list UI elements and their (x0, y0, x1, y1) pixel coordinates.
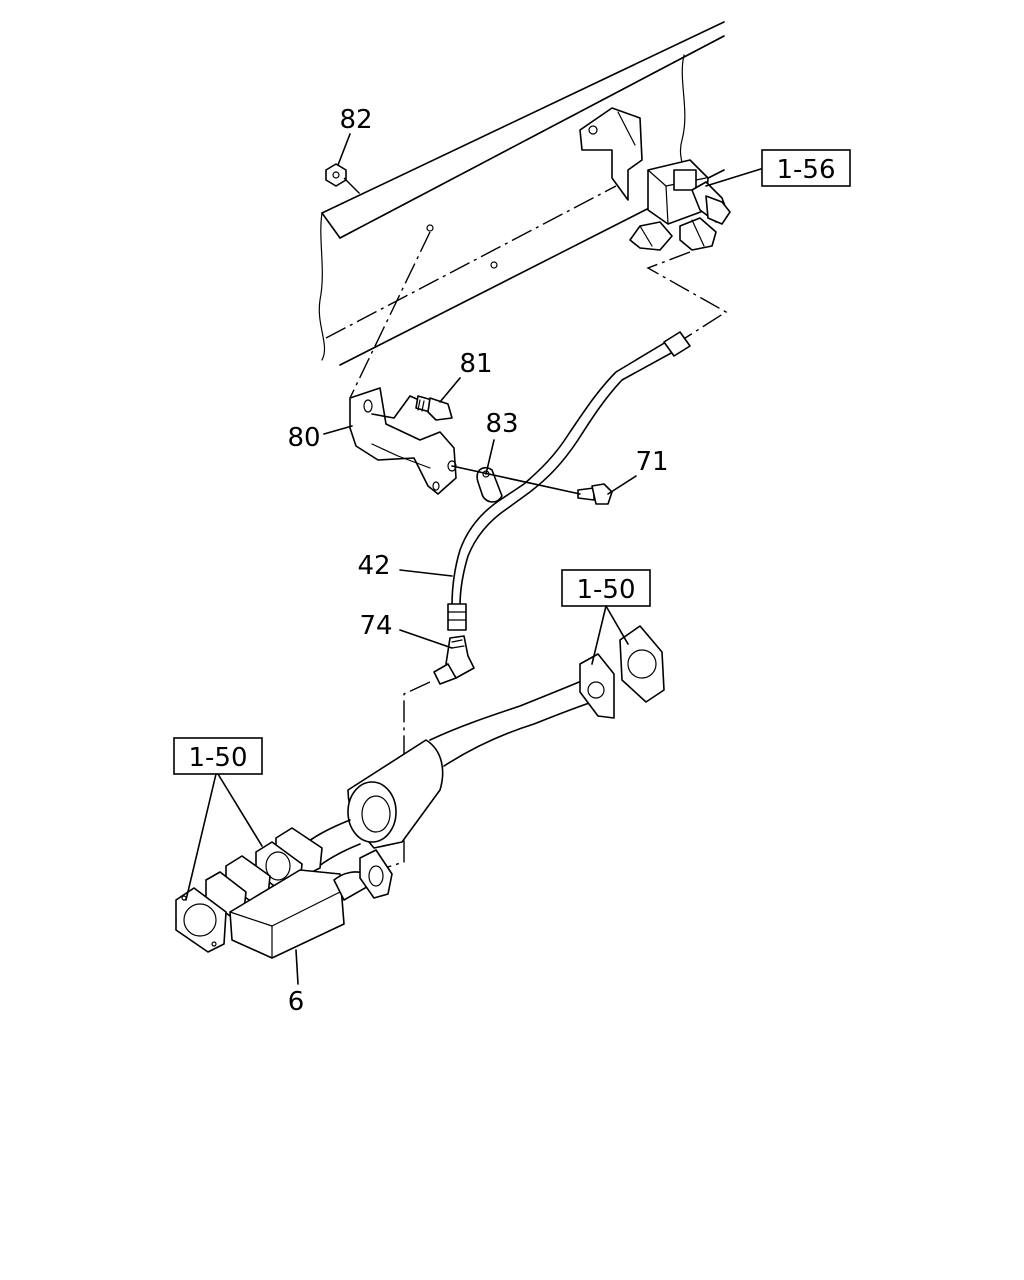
nut-82 (325, 163, 347, 187)
leader-flange-right-b (605, 605, 629, 645)
leader-flange-right-a (591, 605, 607, 665)
exhaust-brake-body-6 (175, 827, 393, 959)
leader-71 (607, 475, 637, 495)
callout-83: 83 (485, 409, 518, 439)
connection-line-bracket (349, 231, 431, 399)
connection-line-upper (646, 251, 728, 341)
callout-81: 81 (459, 349, 492, 379)
ref-label-flange-left: 1-50 (188, 743, 247, 773)
callout-42: 42 (357, 551, 390, 581)
bolt-71 (577, 483, 613, 505)
pipe-42 (447, 331, 691, 631)
callout-82: 82 (339, 105, 372, 135)
leader-81 (439, 377, 461, 403)
leader-74 (399, 629, 453, 649)
ref-label-valve: 1-56 (776, 155, 835, 185)
leader-80 (323, 425, 353, 435)
ref-label-flange-right: 1-50 (576, 575, 635, 605)
ref-box-flange-left (173, 737, 263, 775)
leader-valve (705, 167, 765, 187)
connection-line-nut (343, 177, 363, 197)
callout-80: 80 (287, 423, 320, 453)
leader-42 (399, 569, 453, 577)
elbow-fitting-74 (433, 635, 475, 685)
exhaust-brake-valve-unit (579, 107, 731, 251)
leader-flange-left-b (217, 773, 263, 847)
exhaust-pipe (299, 625, 665, 871)
bolt-71-path (451, 465, 581, 495)
callout-74: 74 (359, 611, 392, 641)
callout-6: 6 (288, 987, 305, 1017)
leader-82 (337, 133, 351, 166)
bolt-81 (415, 395, 453, 421)
callout-71: 71 (635, 447, 668, 477)
leader-6 (295, 949, 299, 985)
leader-83 (485, 439, 495, 475)
leader-flange-left-a (185, 773, 217, 901)
ref-box-valve (761, 149, 851, 187)
